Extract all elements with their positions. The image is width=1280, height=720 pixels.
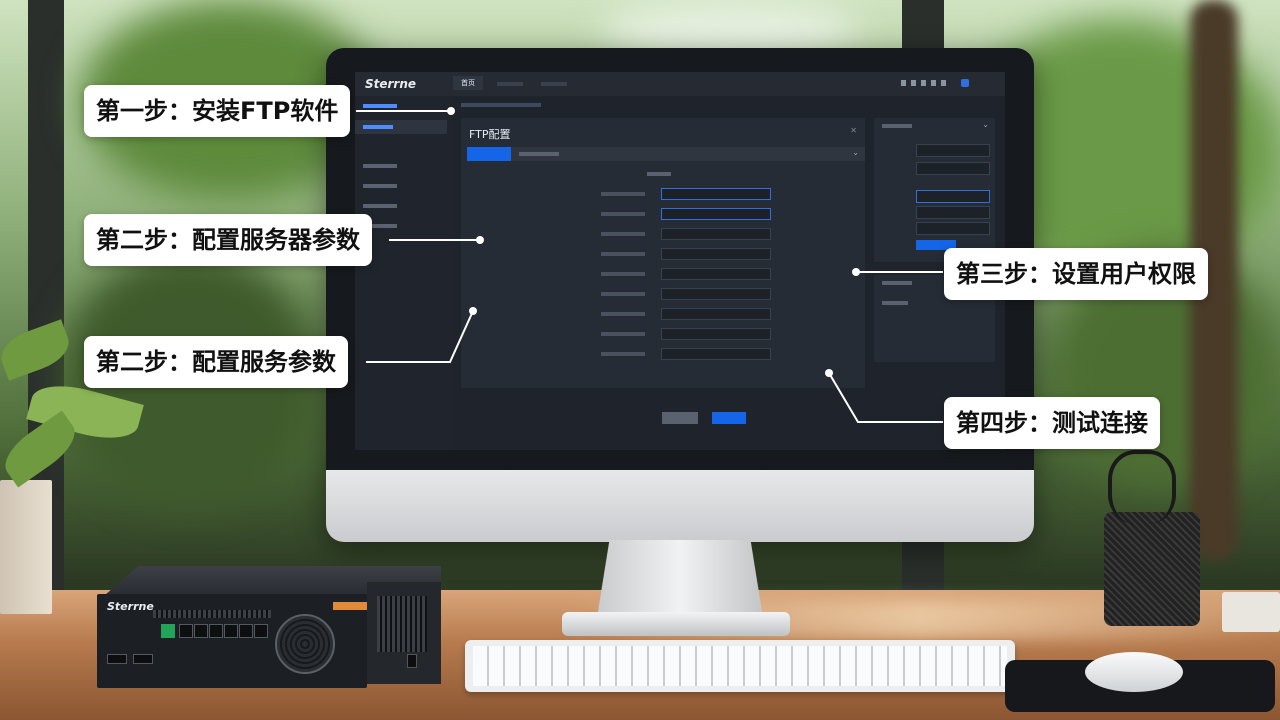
user-permission-panel: ⌄ (874, 118, 995, 262)
form-label (601, 352, 645, 356)
form-input[interactable] (661, 268, 771, 280)
app-topbar: Sterrne 首页 (355, 72, 1005, 96)
callout-dot (825, 369, 833, 377)
monitor-screen: Sterrne 首页 FTP配置 ✕ ⌄ ⌄ (355, 72, 1005, 450)
device-side-vent (377, 596, 427, 652)
permission-field[interactable] (916, 206, 990, 219)
sidebar-item[interactable] (363, 224, 397, 228)
keyboard (465, 640, 1015, 692)
callout-dot (469, 307, 477, 315)
form-section-title (647, 172, 671, 176)
form-label (601, 332, 645, 336)
monitor-stand (596, 540, 764, 624)
form-label (601, 252, 645, 256)
monitor-stand-base (562, 612, 790, 636)
rpanel2-title (882, 281, 912, 285)
chevron-down-icon[interactable]: ⌄ (852, 148, 859, 157)
form-input[interactable] (661, 288, 771, 300)
form-label (601, 212, 645, 216)
permission-field[interactable] (916, 190, 990, 203)
panel-tabbar: ⌄ (467, 147, 865, 161)
callout-step2-service: 第二步：配置服务参数 (84, 336, 348, 388)
device-side (367, 582, 441, 684)
ethernet-port (179, 624, 193, 638)
callout-dot (447, 107, 455, 115)
scissors (1108, 450, 1176, 524)
device-brand: Sterrne (107, 600, 154, 613)
sidebar-item-selected[interactable] (355, 120, 447, 134)
mouse (1085, 652, 1183, 692)
callout-step4: 第四步：测试连接 (944, 397, 1160, 449)
ethernet-port (194, 624, 208, 638)
notebook (1222, 592, 1280, 632)
rpanel-title (882, 124, 912, 128)
permission-field[interactable] (916, 144, 990, 157)
form-label (601, 312, 645, 316)
config-panel: FTP配置 ✕ ⌄ (461, 118, 966, 424)
form-label (601, 232, 645, 236)
power-switch (407, 654, 417, 668)
panel-tab-2[interactable] (519, 152, 559, 156)
avatar[interactable] (961, 79, 969, 87)
panel-tab-active[interactable] (467, 147, 511, 161)
ethernet-port-active (161, 624, 175, 638)
app-brand: Sterrne (365, 77, 417, 91)
device-label-tag (333, 602, 367, 610)
usb-port (107, 654, 127, 664)
callout-dot (852, 268, 860, 276)
sidebar-item[interactable] (363, 204, 397, 208)
rpanel2-row (882, 301, 908, 305)
form-input[interactable] (661, 228, 771, 240)
app-sidebar (355, 96, 452, 450)
breadcrumb (461, 103, 541, 107)
confirm-button[interactable] (712, 412, 746, 424)
form-input[interactable] (661, 208, 771, 220)
device-front: Sterrne (97, 594, 367, 688)
sidebar-item[interactable] (363, 184, 397, 188)
form-label (601, 192, 645, 196)
tab-home[interactable]: 首页 (453, 76, 483, 90)
fan-icon (275, 614, 335, 674)
sidebar-item[interactable] (363, 104, 397, 108)
ethernet-port (224, 624, 238, 638)
permission-field[interactable] (916, 222, 990, 235)
close-icon[interactable]: ✕ (850, 126, 857, 135)
apply-button[interactable] (916, 240, 956, 250)
sidebar-item[interactable] (363, 164, 397, 168)
device-vent (153, 610, 271, 618)
callout-dot (476, 236, 484, 244)
pen-holder (1104, 512, 1200, 626)
callout-step1: 第一步：安装FTP软件 (84, 85, 351, 137)
topbar-icons[interactable] (901, 80, 947, 86)
form-input[interactable] (661, 308, 771, 320)
sidebar-item[interactable] (363, 125, 393, 129)
usb-port (133, 654, 153, 664)
permission-field[interactable] (916, 162, 990, 175)
keyboard-keys (473, 646, 1007, 686)
plant-pot (0, 480, 52, 614)
form-input[interactable] (661, 328, 771, 340)
ftp-server-device: Sterrne (97, 566, 441, 688)
form-input[interactable] (661, 348, 771, 360)
callout-step2-server: 第二步：配置服务器参数 (84, 214, 372, 266)
tab-2[interactable] (497, 82, 523, 86)
monitor-chin (326, 470, 1034, 542)
form-input[interactable] (661, 248, 771, 260)
form-label (601, 272, 645, 276)
ethernet-port (254, 624, 268, 638)
tab-3[interactable] (541, 82, 567, 86)
ethernet-port (239, 624, 253, 638)
form-label (601, 292, 645, 296)
callout-step3: 第三步：设置用户权限 (944, 248, 1208, 300)
chevron-down-icon[interactable]: ⌄ (982, 120, 989, 129)
panel-title: FTP配置 (469, 128, 511, 141)
ethernet-port (209, 624, 223, 638)
form-input[interactable] (661, 188, 771, 200)
cancel-button[interactable] (662, 412, 698, 424)
